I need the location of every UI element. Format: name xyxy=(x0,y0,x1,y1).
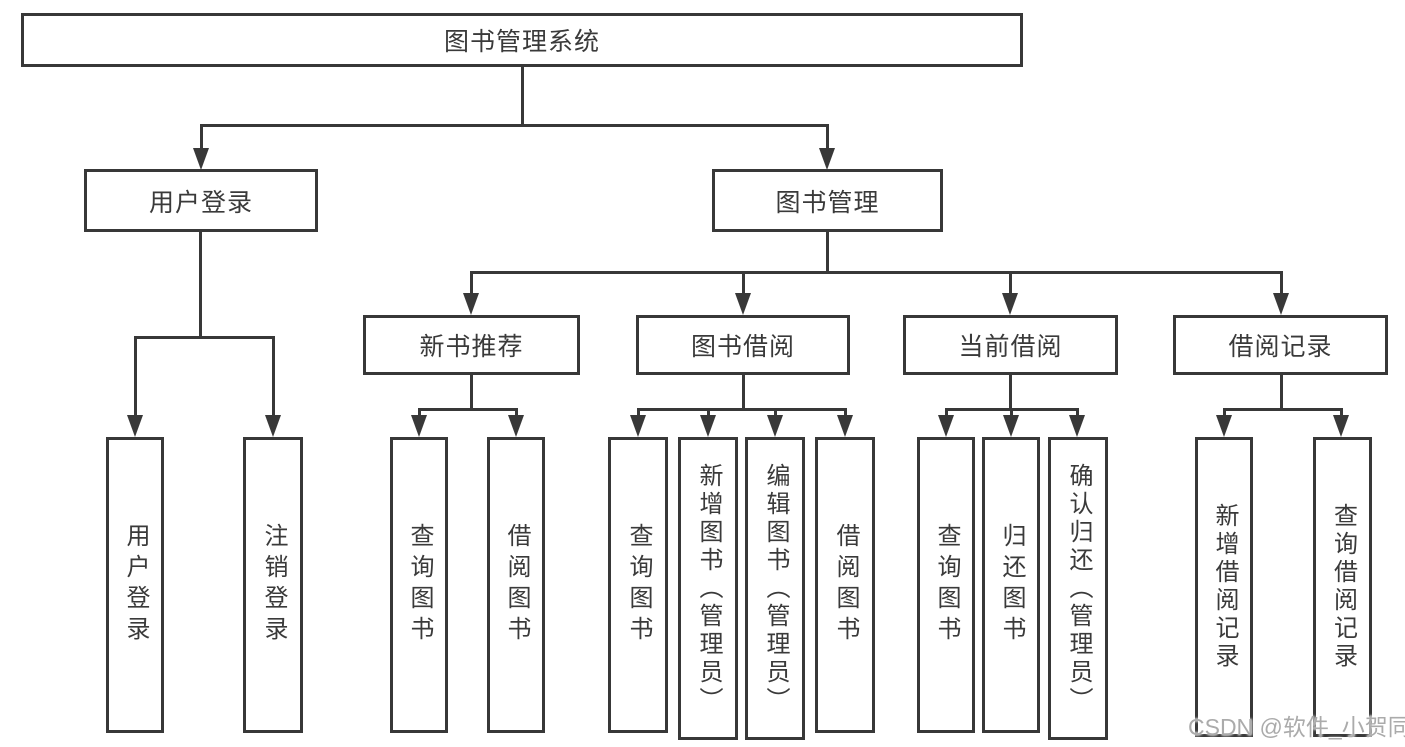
arrow-down-icon xyxy=(837,415,853,437)
leaf-records-add-borrow-record: 新增借阅记录 xyxy=(1195,437,1253,737)
arrow-down-icon xyxy=(1216,415,1232,437)
connector-line xyxy=(199,232,202,338)
connector-line xyxy=(1280,375,1283,410)
leaf-current-query-books: 查询图书 xyxy=(917,437,975,733)
arrow-down-icon xyxy=(127,415,143,437)
connector-line xyxy=(418,408,421,421)
leaf-logout: 注销登录 xyxy=(243,437,303,733)
csdn-watermark: CSDN @软件_小贺同学 xyxy=(1188,714,1405,740)
node-library-system: 图书管理系统 xyxy=(21,13,1023,67)
connector-line xyxy=(637,408,640,421)
leaf-user-login: 用户登录 xyxy=(106,437,164,733)
arrow-down-icon xyxy=(938,415,954,437)
connector-line xyxy=(1076,408,1079,421)
connector-line xyxy=(470,375,473,410)
arrow-down-icon xyxy=(1069,415,1085,437)
arrow-down-icon xyxy=(265,415,281,437)
connector-line xyxy=(1223,408,1226,421)
connector-line xyxy=(1010,408,1013,421)
leaf-current-return-books: 归还图书 xyxy=(982,437,1040,733)
connector-line xyxy=(742,271,745,297)
connector-line xyxy=(637,408,847,411)
leaf-current-confirm-return-admin: 确认归还（管理员） xyxy=(1048,437,1108,740)
connector-line xyxy=(134,336,137,421)
connector-line xyxy=(515,408,518,421)
connector-line xyxy=(470,271,473,297)
connector-line xyxy=(200,124,829,127)
arrow-down-icon xyxy=(193,148,209,170)
node-book-management: 图书管理 xyxy=(712,169,943,232)
arrow-down-icon xyxy=(819,148,835,170)
arrow-down-icon xyxy=(1333,415,1349,437)
connector-line xyxy=(742,375,745,410)
arrow-down-icon xyxy=(1273,293,1289,315)
connector-line xyxy=(134,336,275,339)
connector-line xyxy=(272,336,275,421)
arrow-down-icon xyxy=(411,415,427,437)
leaf-records-query-borrow-record: 查询借阅记录 xyxy=(1313,437,1372,737)
connector-line xyxy=(418,408,518,411)
node-new-book-recommend: 新书推荐 xyxy=(363,315,580,375)
leaf-borrowing-add-books-admin: 新增图书（管理员） xyxy=(678,437,738,740)
connector-line xyxy=(826,232,829,273)
arrow-down-icon xyxy=(1002,293,1018,315)
arrow-down-icon xyxy=(508,415,524,437)
leaf-borrowing-borrow-books: 借阅图书 xyxy=(815,437,875,733)
connector-line xyxy=(521,67,524,126)
connector-line xyxy=(200,124,203,152)
connector-line xyxy=(470,271,1282,274)
node-borrowing-records: 借阅记录 xyxy=(1173,315,1388,375)
connector-line xyxy=(945,408,948,421)
node-book-borrowing: 图书借阅 xyxy=(636,315,850,375)
node-current-borrowing: 当前借阅 xyxy=(903,315,1118,375)
arrow-down-icon xyxy=(463,293,479,315)
leaf-recommend-borrow-books: 借阅图书 xyxy=(487,437,545,733)
connector-line xyxy=(707,408,710,421)
leaf-borrowing-edit-books-admin: 编辑图书（管理员） xyxy=(745,437,805,740)
arrow-down-icon xyxy=(630,415,646,437)
connector-line xyxy=(1340,408,1343,421)
leaf-borrowing-query-books: 查询图书 xyxy=(608,437,668,733)
connector-line xyxy=(844,408,847,421)
arrow-down-icon xyxy=(735,293,751,315)
connector-line xyxy=(1009,375,1012,410)
connector-line xyxy=(1280,271,1283,297)
arrow-down-icon xyxy=(767,415,783,437)
arrow-down-icon xyxy=(700,415,716,437)
connector-line xyxy=(1223,408,1343,411)
arrow-down-icon xyxy=(1003,415,1019,437)
leaf-recommend-query-books: 查询图书 xyxy=(390,437,448,733)
connector-line xyxy=(826,124,829,152)
connector-line xyxy=(774,408,777,421)
node-user-login: 用户登录 xyxy=(84,169,318,232)
connector-line xyxy=(1009,271,1012,297)
